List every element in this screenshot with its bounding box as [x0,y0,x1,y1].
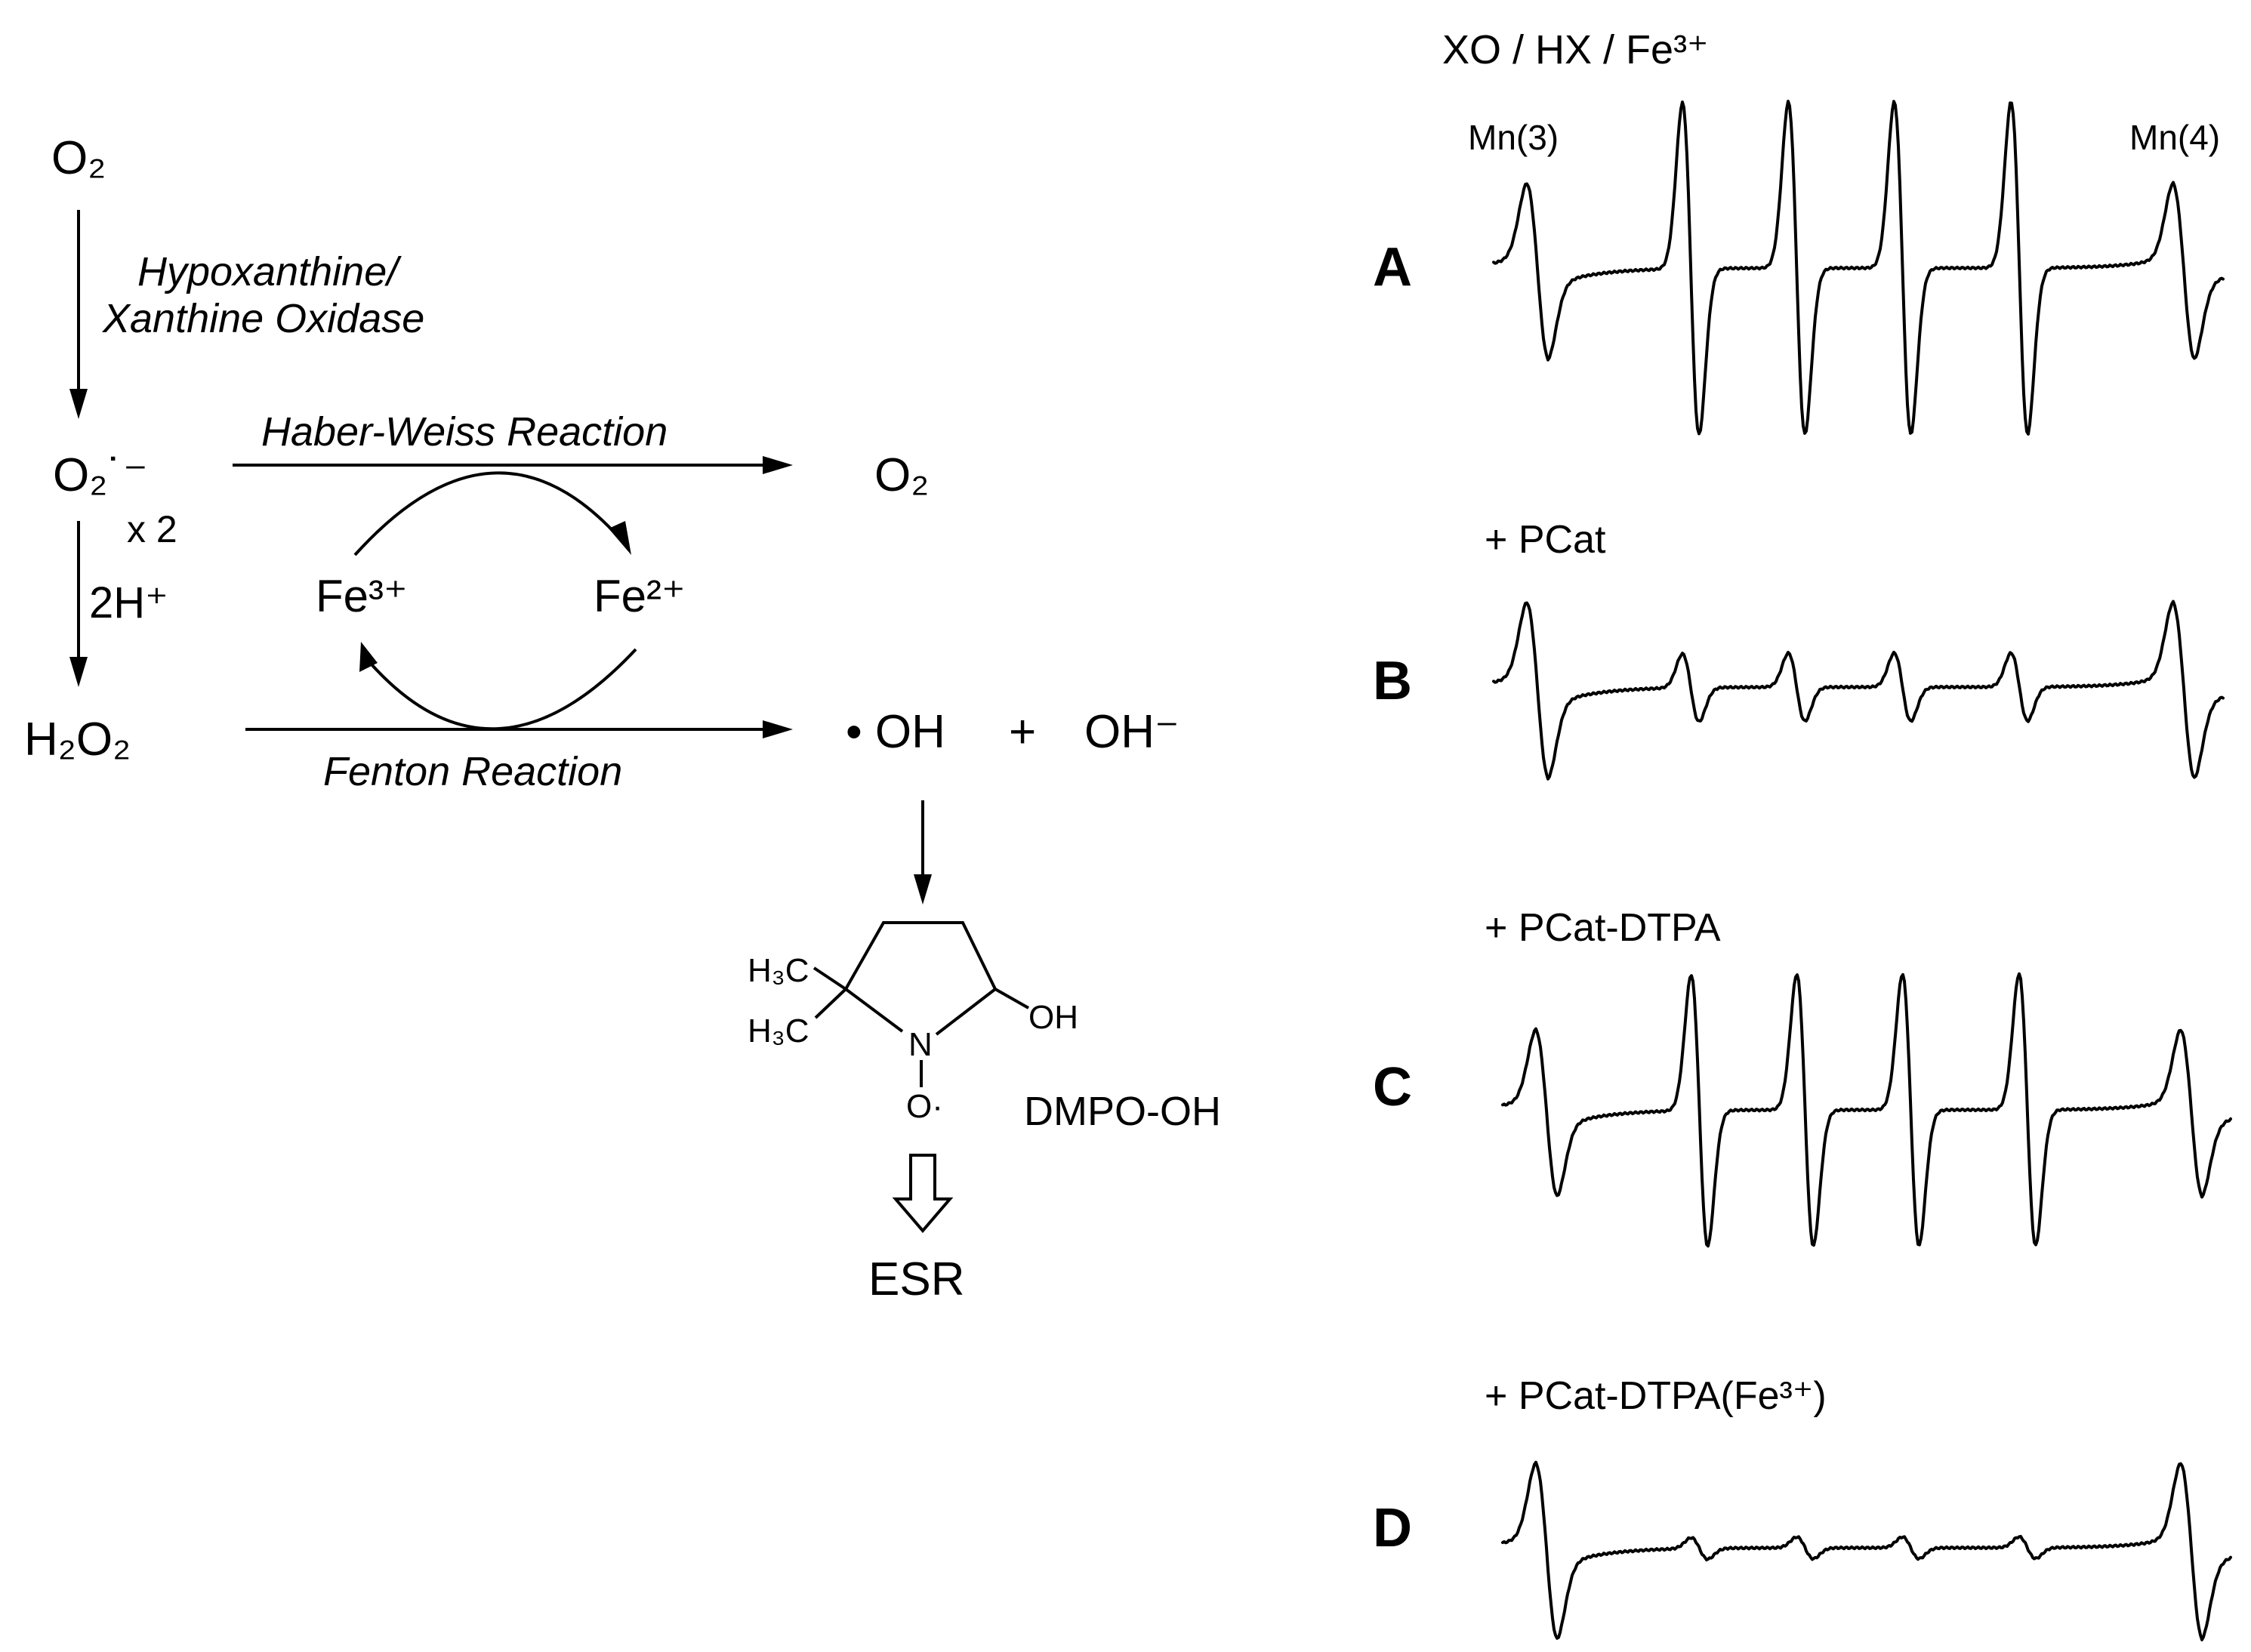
spectra-header: XO / HX / Fe³⁺ [1442,27,1709,72]
nitrogen-atom: N [908,1026,933,1063]
enzyme-label-line2: Xanthine Oxidase [101,296,424,341]
oxyl-atom: O· [906,1088,943,1125]
protonation-label: 2H⁺ [89,578,168,627]
hydrogen-peroxide: H₂O₂ [24,714,131,766]
hollow-down-arrow-icon [892,1154,954,1234]
ring-bond-n-c [844,988,904,1033]
superoxide-multiplier: x 2 [127,508,177,550]
dmpo-oh-structure: H₃C H₃C N O· OH DMPO-OH ESR [748,921,1221,1305]
mn4-label: Mn(4) [2129,118,2220,157]
superoxide: O₂˙⁻ [53,449,148,501]
arrow-head-icon [359,642,378,672]
enzyme-label-line1: Hypoxanthine/ [137,249,402,294]
plus-sign: + [1009,706,1036,758]
spectrum-trace-b [1492,599,2225,781]
haber-weiss-label: Haber-Weiss Reaction [261,409,668,455]
methyl-bond-upper [813,966,847,991]
spectrum-trace-d [1501,1460,2232,1641]
esr-spectra: XO / HX / Fe³⁺ Mn(3) Mn(4) A B C D + PCa… [1373,27,2232,1641]
h3c-lower: H₃C [748,1012,809,1049]
condition-c: + PCat-DTPA [1485,906,1721,950]
adduct-name: DMPO-OH [1024,1089,1221,1134]
panel-letter-a: A [1373,237,1412,297]
mn3-label: Mn(3) [1468,118,1559,157]
spectrum-trace-a [1492,100,2225,436]
h3c-upper: H₃C [748,952,809,989]
hydroxyl-bond [994,988,1029,1009]
panel-letter-b: B [1373,651,1412,711]
arrow-head-icon [763,456,793,474]
ferrous-iron: Fe²⁺ [594,571,686,621]
arrow-head-icon [609,521,631,555]
haber-weiss-product: O₂ [874,449,929,501]
condition-d: + PCat-DTPA(Fe³⁺) [1485,1374,1827,1418]
arrow-head-icon [763,720,793,738]
spectrum-trace-c [1501,972,2232,1248]
panel-letter-c: C [1373,1057,1412,1117]
arrow-head-icon [914,874,932,905]
oxygen-top: O₂ [51,132,106,184]
esr-label: ESR [868,1253,964,1305]
pyrrolidine-ring [844,921,998,1036]
arrow-head-icon [69,389,88,419]
hydroxyl-radical: • OH [846,706,945,758]
hydroxyl-group: OH [1028,999,1078,1036]
iron-cycle-upper-arc [353,471,621,556]
hydroxide: OH⁻ [1084,706,1179,758]
panel-letter-d: D [1373,1498,1412,1558]
iron-cycle-lower-arc [370,648,637,731]
arrow-head-icon [69,657,88,687]
ferric-iron: Fe³⁺ [316,571,408,621]
condition-b: + PCat [1485,518,1606,562]
reaction-scheme: O₂ Hypoxanthine/ Xanthine Oxidase O₂˙⁻ x… [24,132,1179,905]
methyl-bond-lower [814,988,847,1019]
fenton-label: Fenton Reaction [323,749,622,794]
